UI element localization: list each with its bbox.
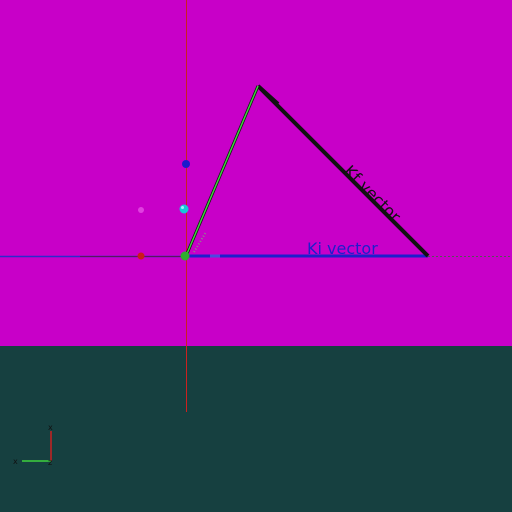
kf-vector-arrowhead bbox=[256, 84, 280, 106]
triad-label-z: z bbox=[48, 458, 52, 467]
red-sphere[interactable] bbox=[137, 252, 145, 260]
cyan-sphere-highlight bbox=[181, 206, 184, 209]
scattering-plane bbox=[0, 0, 512, 346]
cyan-sphere[interactable] bbox=[179, 204, 189, 214]
origin-hatch bbox=[193, 231, 207, 253]
green-sphere[interactable] bbox=[180, 251, 190, 261]
triad-label-top: x bbox=[48, 423, 53, 432]
blue-sphere[interactable] bbox=[182, 160, 190, 168]
magenta-sphere[interactable] bbox=[138, 207, 144, 213]
ki-vector-label: Ki vector bbox=[307, 239, 378, 258]
kf-vector-label: Kf vector bbox=[340, 161, 405, 226]
q-vector-highlight bbox=[185, 85, 259, 257]
background-floor bbox=[0, 346, 512, 512]
triad-label-left: x bbox=[13, 457, 18, 466]
orientation-triad: x x z bbox=[13, 423, 53, 467]
kf-vector-line bbox=[256, 84, 430, 258]
